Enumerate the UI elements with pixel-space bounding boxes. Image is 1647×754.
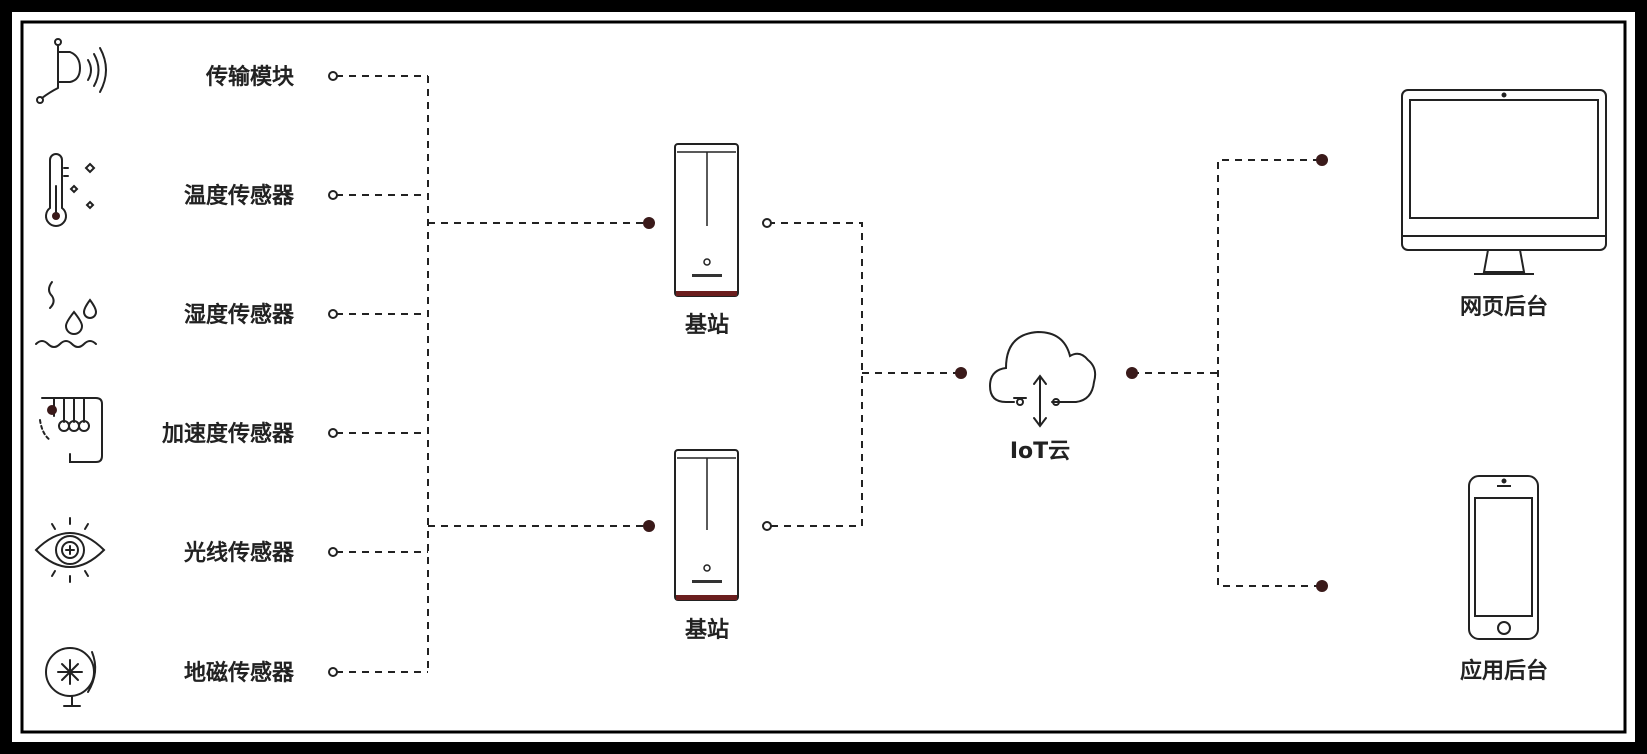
base-station-icon: [674, 143, 739, 297]
sensor-label-5: 光线传感器: [183, 540, 295, 566]
endpoint-station-1-out: [762, 218, 772, 228]
endpoint-sensor-1: [328, 71, 338, 81]
connector-stations-bus: [768, 222, 863, 527]
base-station-1-label: 基站: [685, 313, 729, 338]
endpoint-sensor-5: [328, 547, 338, 557]
web-backend-label: 网页后台: [1460, 294, 1548, 320]
web-backend: 网页后台: [1401, 89, 1607, 320]
endpoint-sensor-6: [328, 667, 338, 677]
endpoint-phone: [1316, 580, 1328, 592]
antenna-signal-icon: [36, 38, 107, 104]
endpoint-sensor-2: [328, 190, 338, 200]
app-backend: 应用后台: [1460, 475, 1548, 684]
endpoint-station-2-out: [762, 521, 772, 531]
sensor-label-3: 湿度传感器: [184, 302, 295, 328]
cloud-icon: [988, 330, 1097, 428]
eye-icon: [34, 517, 106, 583]
endpoint-station-2-in: [643, 520, 655, 532]
endpoint-sensor-3: [328, 309, 338, 319]
globe-icon: [45, 647, 97, 707]
app-backend-label: 应用后台: [1460, 658, 1548, 684]
endpoint-cloud-out: [1126, 367, 1138, 379]
base-station-2: 基站: [674, 449, 739, 643]
newton-cradle-icon: [39, 397, 103, 463]
connectors: [336, 75, 1320, 673]
base-station-2-label: 基站: [685, 618, 729, 643]
base-station-1: 基站: [674, 143, 739, 338]
thermometer-icon: [45, 153, 96, 227]
monitor-icon: [1401, 89, 1607, 275]
inner-border: [20, 20, 1627, 734]
endpoint-cloud-in: [955, 367, 967, 379]
sensor-label-2: 温度传感器: [184, 183, 295, 209]
iot-cloud: IoT云: [988, 330, 1097, 464]
water-drops-icon: [35, 281, 98, 348]
phone-icon: [1468, 475, 1539, 640]
solid-endpoints: [643, 154, 1328, 592]
sensor-label-1: 传输模块: [205, 64, 295, 90]
base-station-icon: [674, 449, 739, 601]
connector-clients-bus: [1217, 159, 1320, 587]
sensor-label-4: 加速度传感器: [161, 421, 295, 447]
open-endpoints: [328, 71, 772, 677]
endpoint-station-1-in: [643, 217, 655, 229]
sensor-label-6: 地磁传感器: [184, 660, 295, 686]
sensor-labels: 传输模块 温度传感器 湿度传感器 加速度传感器 光线传感器 地磁传感器: [161, 64, 295, 686]
cloud-label: IoT云: [1010, 439, 1070, 464]
endpoint-sensor-4: [328, 428, 338, 438]
endpoint-monitor: [1316, 154, 1328, 166]
